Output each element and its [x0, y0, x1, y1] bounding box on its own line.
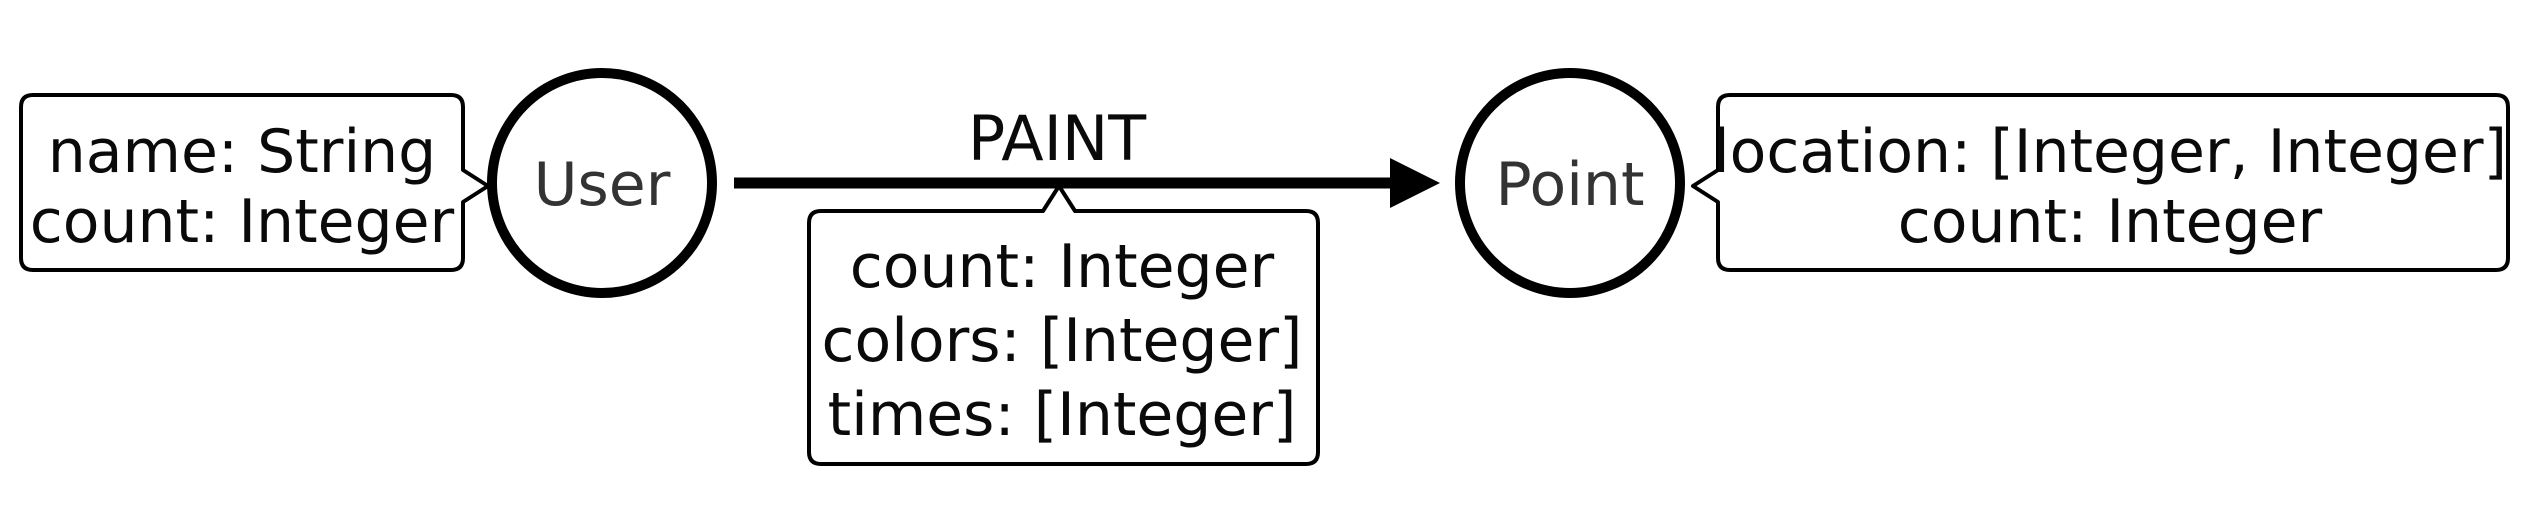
user-node-circle	[487, 68, 717, 298]
paint-property-count: count: Integer	[850, 232, 1275, 302]
paint-property-times: times: [Integer]	[828, 380, 1297, 450]
user-properties-callout: name: String count: Integer	[19, 93, 490, 272]
user-node-label: User	[534, 150, 671, 220]
paint-property-colors: colors: [Integer]	[822, 306, 1303, 376]
paint-edge: PAINT	[734, 102, 1440, 208]
point-property-count: count: Integer	[1898, 187, 2323, 257]
user-properties-box	[19, 93, 490, 272]
user-property-count: count: Integer	[30, 187, 455, 257]
point-property-location: location: [Integer, Integer]	[1713, 117, 2507, 187]
point-properties-callout: location: [Integer, Integer] count: Inte…	[1691, 93, 2510, 272]
paint-properties-box	[807, 184, 1320, 466]
point-properties-box	[1691, 93, 2510, 272]
paint-edge-arrowhead	[1390, 158, 1440, 208]
paint-edge-label: PAINT	[968, 102, 1147, 175]
paint-properties-callout: count: Integer colors: [Integer] times: …	[807, 184, 1320, 466]
point-node-label: Point	[1496, 150, 1645, 220]
point-node: Point	[1455, 68, 1685, 298]
point-node-circle	[1455, 68, 1685, 298]
user-property-name: name: String	[48, 117, 437, 187]
user-node: User	[487, 68, 717, 298]
